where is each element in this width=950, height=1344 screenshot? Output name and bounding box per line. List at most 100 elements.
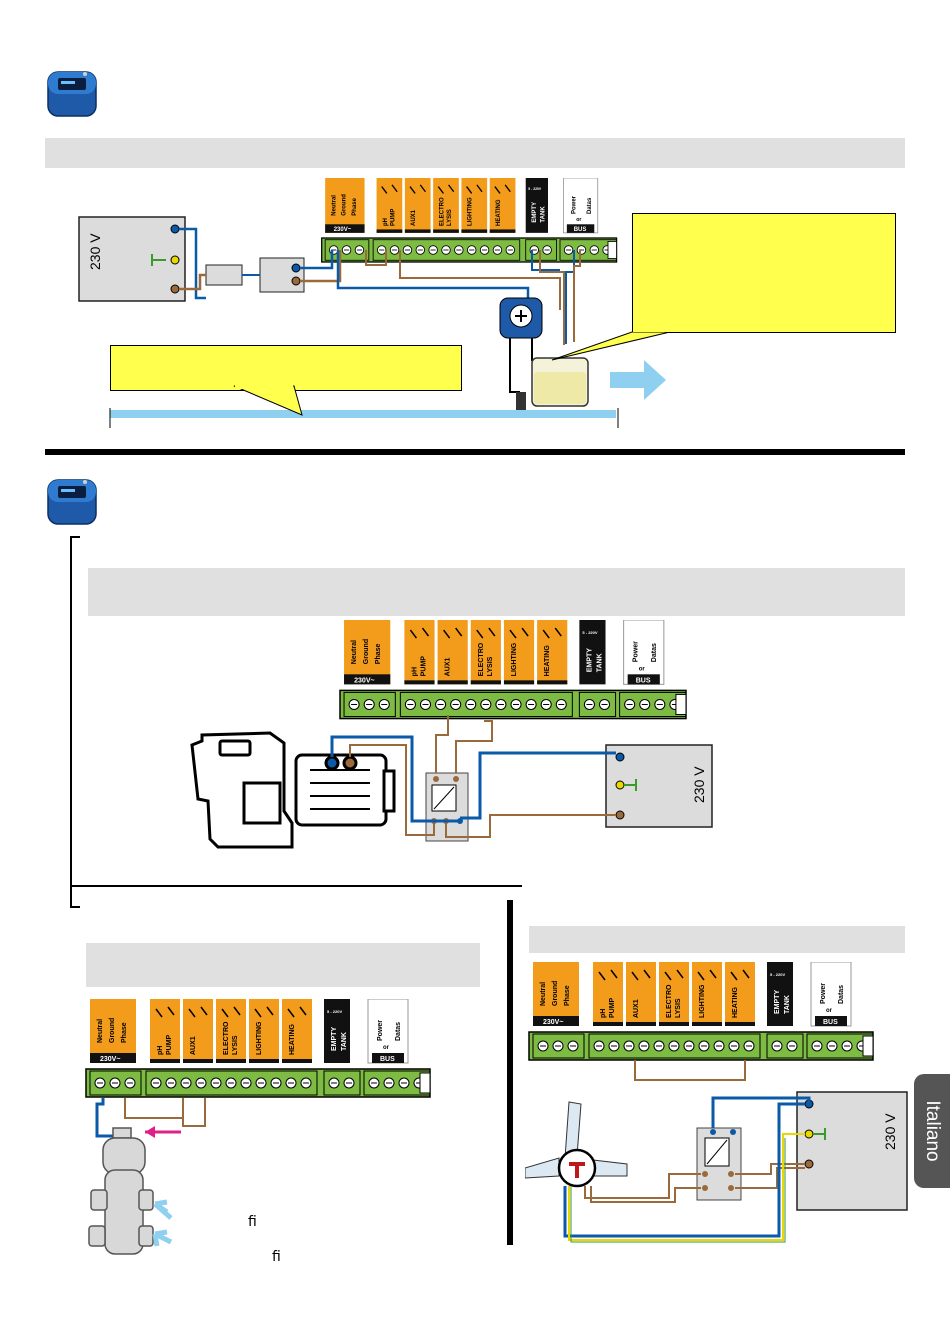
relay-header-heating: [537, 620, 568, 685]
bus-header: [563, 178, 599, 234]
label-power: Power: [571, 195, 577, 214]
relay-header-lighting: [249, 999, 279, 1063]
relay-header-aux1: [183, 999, 213, 1063]
label-tank: TANK: [596, 652, 603, 672]
language-tab-label: Italiano: [922, 1100, 943, 1162]
relay-switch-icon: [221, 1006, 241, 1018]
bus-header: [810, 962, 852, 1027]
relay-header-ph-pump: [150, 999, 180, 1063]
label-datas: Datas: [651, 643, 658, 662]
relay-header-ph-pump: [593, 962, 623, 1026]
label-power: Power: [820, 983, 827, 1004]
relay-header-aux1: [437, 620, 468, 685]
relay-label-aux1: AUX1: [190, 1036, 197, 1055]
stray-glyph-2: ﬁ: [272, 1249, 281, 1265]
mains-footer: [325, 224, 365, 233]
language-tab[interactable]: Italiano: [914, 1074, 950, 1188]
label-neutral: Neutral: [97, 1019, 104, 1043]
mains-footer: [533, 1016, 579, 1026]
relay-header-electrolysis: [659, 962, 689, 1026]
relay-header-lighting: [692, 962, 722, 1026]
relay-label-lighting: LIGHTING: [699, 984, 706, 1018]
callout-2-pointer: [233, 385, 303, 416]
controller-device-icon: [47, 68, 97, 118]
label-ground: Ground: [342, 194, 348, 216]
label-datas: Datas: [838, 985, 845, 1004]
relay-label-heating: HEATING: [289, 1023, 296, 1055]
relay-label-heating: HEATING: [544, 645, 551, 677]
relay-switch-icon: [442, 627, 463, 639]
relay-label-lighting: LIGHTING: [511, 642, 518, 676]
label-datas: Datas: [395, 1022, 402, 1041]
empty-tank-header: [579, 620, 606, 685]
relay-header-heating: [282, 999, 312, 1063]
relay-label-electrolysis: ELECTRO: [478, 642, 485, 676]
bracket-vertical: [70, 536, 72, 908]
label-mains: 230V~: [334, 227, 352, 233]
supply-voltage-label: 230 V: [691, 766, 707, 803]
label-bus: BUS: [380, 1056, 395, 1063]
label-neutral: Neutral: [351, 640, 358, 664]
mains-header: [90, 999, 136, 1063]
relay-switch-icon: [254, 1006, 274, 1018]
empty-tank-header: [324, 999, 350, 1063]
relay-header-aux1: [626, 962, 656, 1026]
inlet-arrow-icon: [145, 1126, 181, 1138]
flow-arrow-icon: [610, 360, 666, 400]
relay-label-ph-pump: PUMP: [391, 209, 397, 226]
label-ground: Ground: [552, 981, 559, 1006]
label-empty: EMPTY: [586, 648, 593, 673]
section-2c-header-bar: [529, 926, 905, 953]
empty-tank-header: [767, 962, 793, 1026]
relay-switch-icon: [509, 627, 529, 639]
relay-label-electrolysis: ELECTRO: [439, 197, 445, 226]
relay-label-ph-pump: pH: [411, 667, 418, 676]
label-phase: Phase: [352, 197, 358, 215]
relay-label-ph-pump: PUMP: [166, 1034, 173, 1055]
label-phase: Phase: [121, 1022, 128, 1043]
section-2b-wiring: [88, 1098, 206, 1255]
section-2b-header-bar: [86, 943, 480, 987]
label-empty: EMPTY: [331, 1027, 338, 1051]
relay-label-lighting: LIGHTING: [468, 197, 474, 226]
label-datas: Datas: [587, 197, 593, 214]
pump-icon: [190, 731, 396, 849]
callout-2: [110, 345, 462, 391]
empty-tank-header: [525, 178, 548, 233]
label-bus: BUS: [574, 227, 587, 233]
relay-icon: [696, 1127, 742, 1201]
relay-switch-icon: [155, 1006, 175, 1018]
section-2c-wiring: 230 V: [525, 1060, 908, 1243]
label-empty: EMPTY: [774, 990, 781, 1014]
ground-symbol-icon: [624, 779, 637, 791]
label-mains: 230V~: [100, 1056, 120, 1063]
relay-switch-icon: [466, 184, 483, 194]
label-ground: Ground: [363, 639, 370, 664]
stray-glyph-1: ﬁ: [248, 1214, 257, 1230]
mains-footer: [344, 674, 391, 685]
relay-label-ph-pump: pH: [383, 218, 389, 226]
label-bus: BUS: [636, 677, 651, 684]
peristaltic-pump-icon: [499, 297, 543, 339]
relay-switch-icon: [697, 969, 717, 981]
relay-switch-icon: [598, 969, 618, 981]
relay-label-ph-pump: pH: [157, 1046, 164, 1055]
relay-label-aux1: AUX1: [445, 657, 452, 676]
relay-header-aux1: [404, 178, 431, 233]
label-or: or: [576, 217, 581, 223]
mains-header: [533, 962, 579, 1026]
label-bus: BUS: [823, 1019, 838, 1026]
mains-footer: [90, 1053, 136, 1063]
relay-label-ph-pump: PUMP: [420, 656, 427, 677]
controller-device-icon: [47, 476, 97, 526]
label-voltage-small: 5 - 220V: [582, 630, 598, 635]
supply-voltage-label: 230 V: [87, 233, 103, 270]
label-power: Power: [377, 1020, 384, 1041]
label-phase: Phase: [564, 985, 571, 1006]
relay-switch-icon: [542, 627, 562, 639]
label-or: or: [639, 666, 646, 672]
supply-voltage-label: 230 V: [882, 1113, 898, 1150]
relay-label-electrolysis: LYSIS: [447, 209, 453, 226]
